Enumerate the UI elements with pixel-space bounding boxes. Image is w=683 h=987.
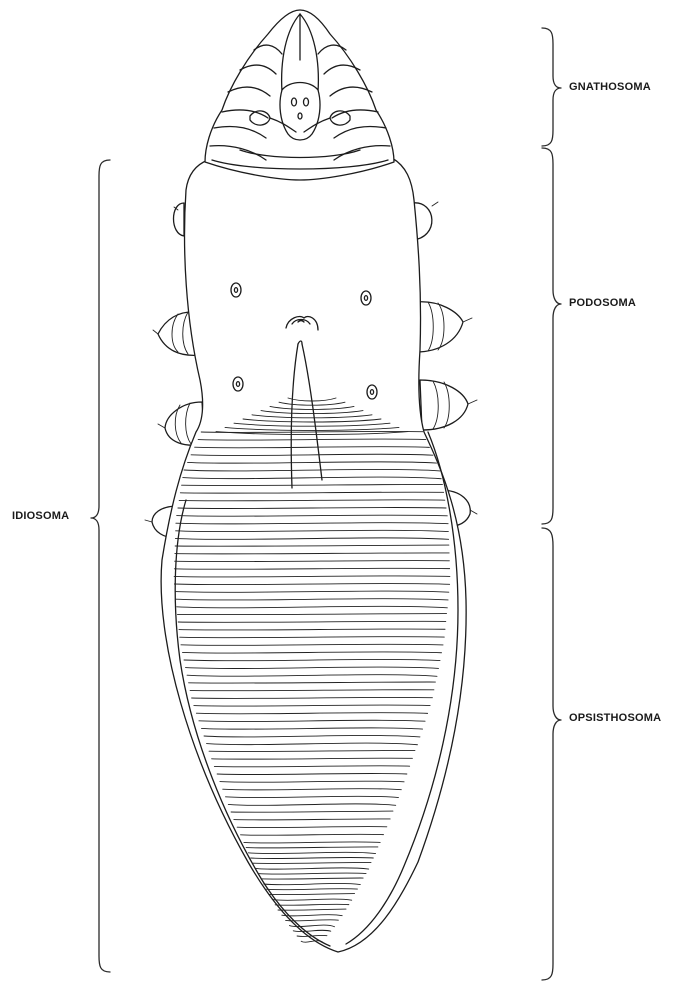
body-outline bbox=[161, 152, 466, 952]
leg-right-3 bbox=[420, 380, 477, 430]
gnathosoma-label: GNATHOSOMA bbox=[569, 81, 651, 93]
opisthosoma-bracket bbox=[542, 528, 561, 980]
gnathosoma-bracket bbox=[542, 28, 561, 146]
idiosoma-label: IDIOSOMA bbox=[12, 510, 69, 522]
gnathosoma-drawing bbox=[205, 10, 394, 180]
podosoma-bracket bbox=[542, 148, 561, 524]
leg-right-2 bbox=[416, 302, 472, 352]
leg-left-1 bbox=[174, 203, 185, 236]
podosoma-label: PODOSOMA bbox=[569, 297, 636, 309]
idiosoma-bracket bbox=[91, 160, 110, 972]
opisthosoma-label: OPSISTHOSOMA bbox=[569, 712, 661, 724]
